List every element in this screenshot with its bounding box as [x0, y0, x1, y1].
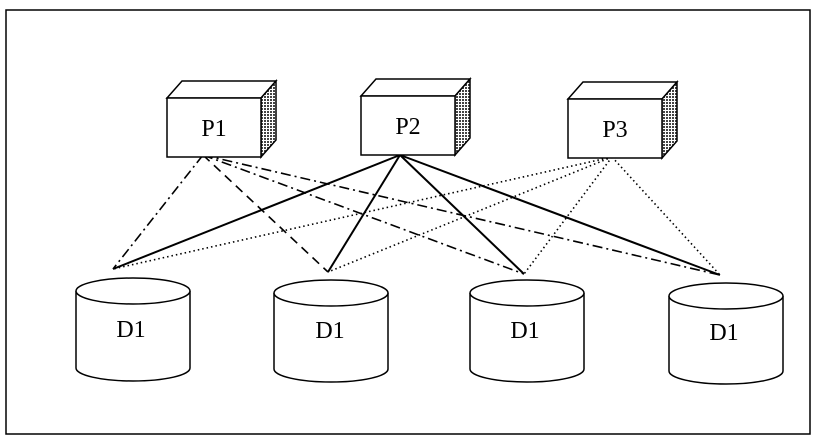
connection-p1-d3: [202, 154, 525, 275]
processor-p3-label: P3: [602, 117, 627, 143]
connection-p2-d4: [399, 154, 721, 276]
connection-p3-d2: [327, 156, 613, 273]
disk-2-label: D1: [315, 318, 344, 344]
processor-p2-label: P2: [395, 114, 420, 140]
connection-p3-d4: [611, 156, 721, 276]
disk-4-label: D1: [709, 320, 738, 346]
disk-2: D1: [273, 279, 389, 383]
connection-p2-d1: [112, 154, 401, 270]
disk-1-label: D1: [116, 317, 145, 343]
processor-p1-label: P1: [201, 116, 226, 142]
processor-p1: P1: [165, 79, 278, 159]
processor-p2: P2: [359, 77, 472, 157]
connection-lines: [112, 154, 721, 276]
processor-p3: P3: [566, 80, 679, 160]
disk-4: D1: [668, 282, 784, 385]
connection-p2-d2: [327, 154, 401, 273]
connection-p2-d3: [399, 154, 525, 275]
disk-3: D1: [469, 279, 585, 383]
disk-1: D1: [75, 277, 191, 382]
disk-3-label: D1: [510, 318, 539, 344]
connection-p1-d1: [112, 154, 204, 270]
diagram-frame: [5, 9, 811, 435]
connection-p1-d2: [202, 154, 329, 273]
connection-p3-d3: [523, 156, 613, 275]
